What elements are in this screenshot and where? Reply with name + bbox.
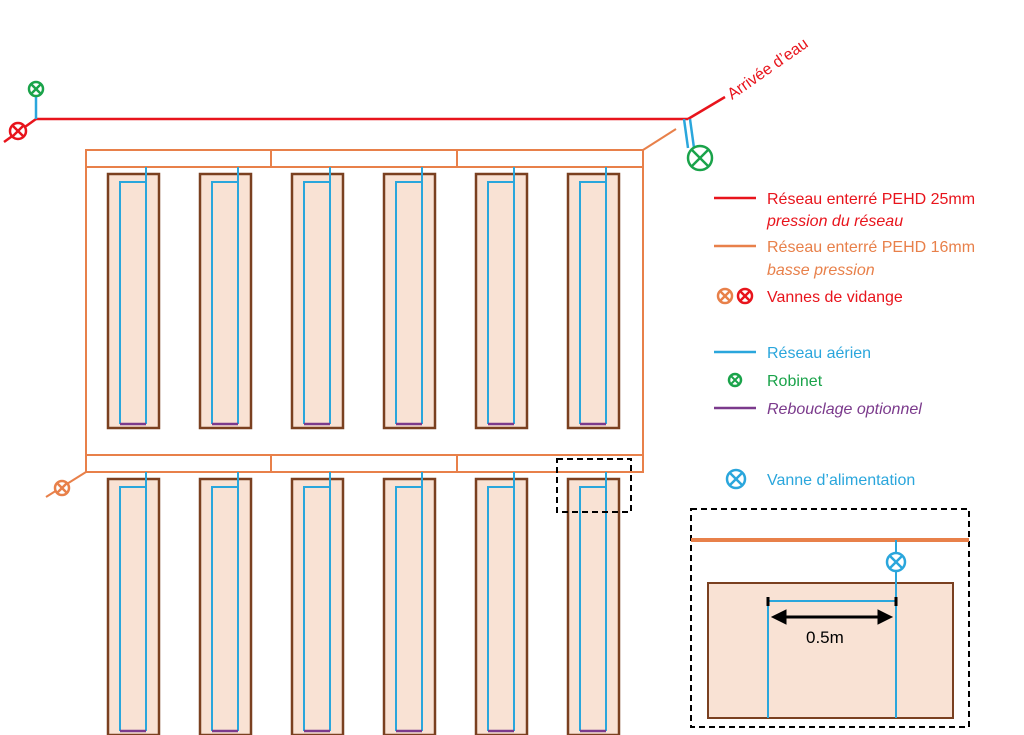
legend-main-network-sub: pression du réseau: [766, 213, 903, 230]
faucet-icon-inlet: [686, 144, 714, 172]
legend-low-network-sub: basse pression: [767, 262, 875, 279]
garden-bed: [382, 472, 437, 735]
aerial-drip-line: [303, 181, 331, 424]
main-supply-line: [3, 95, 726, 144]
inset-supply-valve-icon: [885, 551, 907, 573]
orange-drain-valve-icon: [53, 479, 71, 497]
garden-bed: [474, 167, 529, 430]
garden-bed: [198, 472, 253, 735]
red-drain-valve-icon: [8, 121, 28, 141]
aerial-drip-line: [211, 181, 239, 424]
scale-label: 0.5m: [806, 628, 844, 647]
legend-supply-valve-icon: [725, 468, 747, 490]
legend-main-network: Réseau enterré PEHD 25mm: [767, 191, 975, 208]
aerial-drip-line: [395, 181, 423, 424]
legend-supply-valve: Vanne d’alimentation: [767, 472, 915, 489]
faucet-icon-top-left: [27, 80, 45, 98]
garden-bed: [290, 472, 345, 735]
garden-bed: [566, 167, 621, 430]
water-inlet-label: Arrivée d’eau: [725, 35, 812, 103]
zoom-inset: 0.5m: [690, 508, 970, 728]
legend-faucet-icon: [727, 372, 743, 388]
garden-bed: [566, 472, 621, 735]
low-pressure-network: [45, 128, 677, 498]
aerial-drip-line: [487, 181, 515, 424]
scale-dimension-arrow: [766, 597, 898, 625]
aerial-drip-line: [211, 486, 239, 731]
aerial-drip-line: [303, 486, 331, 731]
garden-bed: [382, 167, 437, 430]
legend: Réseau enterré PEHD 25mm pression du rés…: [714, 191, 975, 490]
legend-faucet: Robinet: [767, 373, 823, 390]
garden-bed: [106, 167, 161, 430]
garden-beds: [106, 167, 621, 735]
aerial-drip-line: [579, 181, 607, 424]
aerial-drip-line: [395, 486, 423, 731]
garden-bed: [198, 167, 253, 430]
legend-low-network: Réseau enterré PEHD 16mm: [767, 239, 975, 256]
garden-bed: [290, 167, 345, 430]
legend-aerial-network: Réseau aérien: [767, 345, 871, 362]
legend-loopback: Rebouclage optionnel: [767, 401, 922, 418]
legend-drain-valves: Vannes de vidange: [767, 289, 903, 306]
aerial-drip-line: [119, 486, 147, 731]
garden-bed: [106, 472, 161, 735]
aerial-drip-line: [119, 181, 147, 424]
legend-red-valve-icon: [736, 287, 754, 305]
aerial-drip-line: [487, 486, 515, 731]
garden-bed: [474, 472, 529, 735]
zoom-highlight-box: [556, 458, 632, 513]
legend-orange-valve-icon: [716, 287, 734, 305]
aerial-drip-line: [579, 486, 607, 731]
